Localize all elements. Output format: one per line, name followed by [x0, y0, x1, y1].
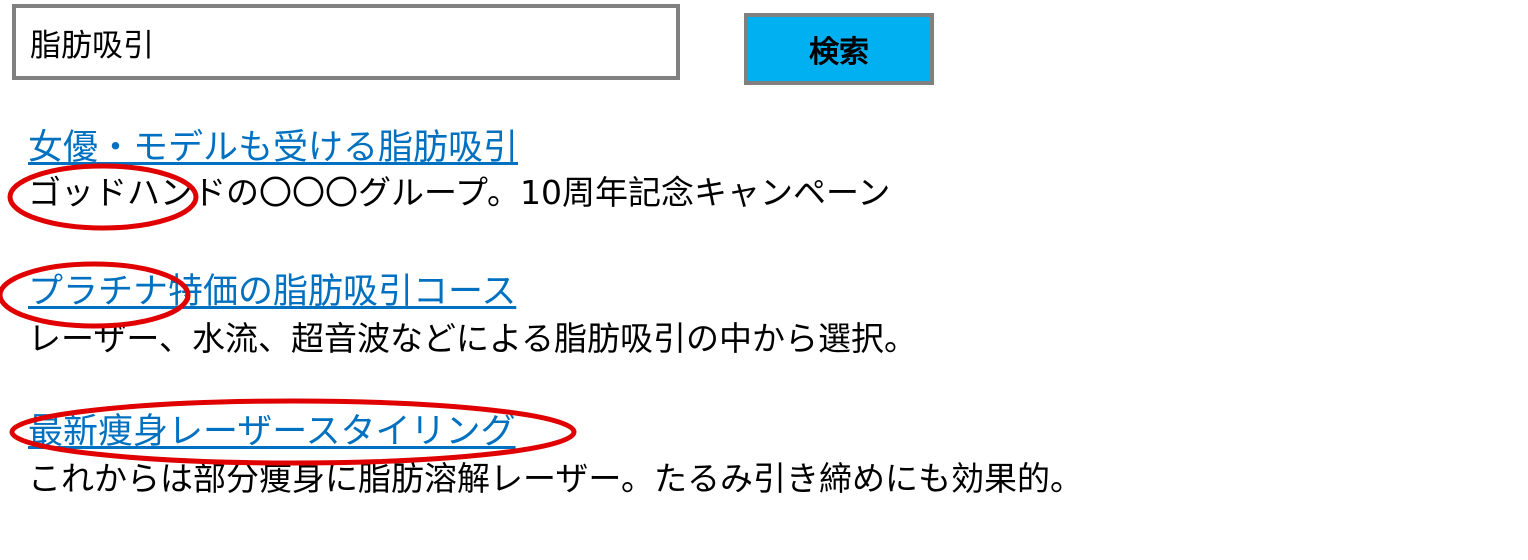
result-title-link-1[interactable]: 女優・モデルも受ける脂肪吸引 — [28, 128, 519, 168]
result-description-2: レーザー、水流、超音波などによる脂肪吸引の中から選択。 — [28, 319, 918, 358]
result-title-link-2[interactable]: プラチナ特価の脂肪吸引コース — [28, 272, 517, 312]
result-description-1: ゴッドハンドの〇〇〇グループ。10周年記念キャンペーン — [28, 173, 891, 212]
result-description-3: これからは部分痩身に脂肪溶解レーザー。たるみ引き締めにも効果的。 — [28, 459, 1084, 498]
result-title-link-3[interactable]: 最新痩身レーザースタイリング — [28, 412, 516, 452]
search-input[interactable] — [12, 4, 680, 80]
search-button[interactable]: 検索 — [744, 13, 934, 85]
